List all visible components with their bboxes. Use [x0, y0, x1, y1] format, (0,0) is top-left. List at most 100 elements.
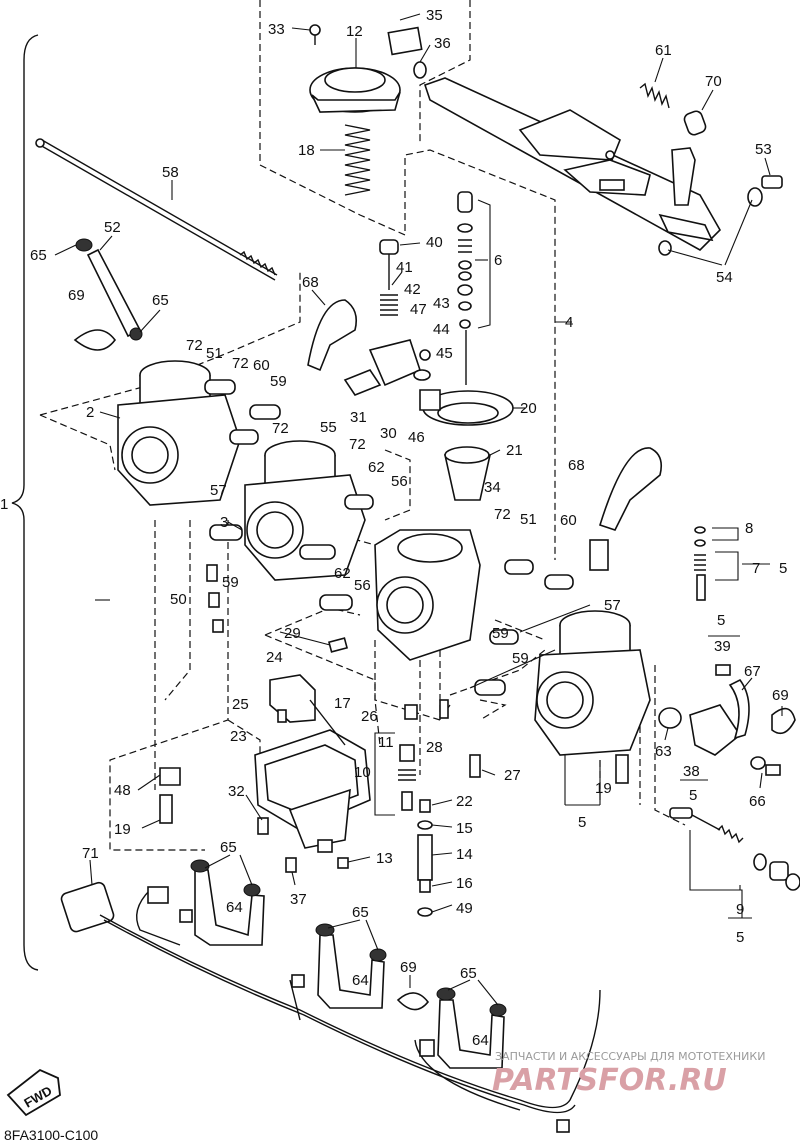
callout-63[interactable]: 63	[655, 743, 672, 760]
callout-1[interactable]: 1	[0, 496, 8, 513]
callout-40[interactable]: 40	[426, 234, 443, 251]
drain-hose-set	[190, 859, 507, 1069]
callout-2[interactable]: 2	[86, 404, 94, 421]
callout-11[interactable]: 11	[378, 734, 394, 751]
callout-43[interactable]: 43	[433, 295, 450, 312]
callout-22[interactable]: 22	[456, 793, 473, 810]
callout-65e[interactable]: 65	[460, 965, 477, 982]
callout-28[interactable]: 28	[426, 739, 443, 756]
callout-72e[interactable]: 72	[494, 506, 511, 523]
callout-15[interactable]: 15	[456, 820, 473, 837]
callout-44[interactable]: 44	[433, 321, 450, 338]
callout-38[interactable]: 38	[683, 763, 700, 780]
callout-5d[interactable]: 5	[578, 814, 586, 831]
callout-17[interactable]: 17	[334, 695, 351, 712]
callout-3[interactable]: 3	[220, 514, 228, 531]
callout-62a[interactable]: 62	[368, 459, 385, 476]
callout-47[interactable]: 47	[410, 301, 427, 318]
callout-5b[interactable]: 5	[717, 612, 725, 629]
callout-59a[interactable]: 59	[270, 373, 287, 390]
callout-54[interactable]: 54	[716, 269, 733, 286]
callout-19b[interactable]: 19	[595, 780, 612, 797]
callout-59d[interactable]: 59	[512, 650, 529, 667]
callout-31[interactable]: 31	[350, 409, 367, 426]
callout-64b[interactable]: 64	[352, 972, 369, 989]
callout-65d[interactable]: 65	[352, 904, 369, 921]
callout-69b[interactable]: 69	[772, 687, 789, 704]
callout-25[interactable]: 25	[232, 696, 249, 713]
callout-55[interactable]: 55	[320, 419, 337, 436]
callout-32[interactable]: 32	[228, 783, 245, 800]
callout-46[interactable]: 46	[408, 429, 425, 446]
callout-33[interactable]: 33	[268, 21, 285, 38]
callout-65c[interactable]: 65	[220, 839, 237, 856]
callout-50[interactable]: 50	[170, 591, 187, 608]
callout-49[interactable]: 49	[456, 900, 473, 917]
callout-16[interactable]: 16	[456, 875, 473, 892]
callout-62b[interactable]: 62	[334, 565, 351, 582]
callout-51b[interactable]: 51	[520, 511, 537, 528]
callout-26[interactable]: 26	[361, 708, 378, 725]
callout-21[interactable]: 21	[506, 442, 523, 459]
callout-19a[interactable]: 19	[114, 821, 131, 838]
callout-8[interactable]: 8	[745, 520, 753, 537]
callout-58[interactable]: 58	[162, 164, 179, 181]
callout-60a[interactable]: 60	[253, 357, 270, 374]
callout-72b[interactable]: 72	[232, 355, 249, 372]
callout-48[interactable]: 48	[114, 782, 131, 799]
callout-65b[interactable]: 65	[152, 292, 169, 309]
assembly-brace	[11, 34, 39, 971]
callout-57b[interactable]: 57	[604, 597, 621, 614]
callout-51a[interactable]: 51	[206, 345, 223, 362]
callout-52[interactable]: 52	[104, 219, 121, 236]
callout-68b[interactable]: 68	[568, 457, 585, 474]
callout-66[interactable]: 66	[749, 793, 766, 810]
callout-41[interactable]: 41	[396, 259, 413, 276]
callout-42[interactable]: 42	[404, 281, 421, 298]
callout-24[interactable]: 24	[266, 649, 283, 666]
callout-10[interactable]: 10	[354, 764, 371, 781]
callout-59b[interactable]: 59	[222, 574, 239, 591]
callout-5c[interactable]: 5	[689, 787, 697, 804]
callout-56a[interactable]: 56	[391, 473, 408, 490]
callout-5a[interactable]: 5	[779, 560, 787, 577]
callout-18[interactable]: 18	[298, 142, 315, 159]
callout-61[interactable]: 61	[655, 42, 672, 59]
callout-72c[interactable]: 72	[272, 420, 289, 437]
callout-20[interactable]: 20	[520, 400, 537, 417]
callout-72d[interactable]: 72	[349, 436, 366, 453]
callout-56b[interactable]: 56	[354, 577, 371, 594]
callout-69a[interactable]: 69	[68, 287, 85, 304]
callout-14[interactable]: 14	[456, 846, 473, 863]
callout-4[interactable]: 4	[565, 314, 573, 331]
callout-9[interactable]: 9	[736, 901, 744, 918]
callout-23[interactable]: 23	[230, 728, 247, 745]
callout-6[interactable]: 6	[494, 252, 502, 269]
callout-27[interactable]: 27	[504, 767, 521, 784]
callout-5e[interactable]: 5	[736, 929, 744, 946]
callout-30[interactable]: 30	[380, 425, 397, 442]
callout-71[interactable]: 71	[82, 845, 99, 862]
callout-72a[interactable]: 72	[186, 337, 203, 354]
callout-39[interactable]: 39	[714, 638, 731, 655]
callout-60b[interactable]: 60	[560, 512, 577, 529]
callout-67[interactable]: 67	[744, 663, 761, 680]
callout-36[interactable]: 36	[434, 35, 451, 52]
callout-29[interactable]: 29	[284, 625, 301, 642]
callout-64a[interactable]: 64	[226, 899, 243, 916]
callout-45[interactable]: 45	[436, 345, 453, 362]
callout-69c[interactable]: 69	[400, 959, 417, 976]
callout-37[interactable]: 37	[290, 891, 307, 908]
callout-65a[interactable]: 65	[30, 247, 47, 264]
callout-35[interactable]: 35	[426, 7, 443, 24]
callout-13[interactable]: 13	[376, 850, 393, 867]
callout-12[interactable]: 12	[346, 23, 363, 40]
callout-57a[interactable]: 57	[210, 482, 227, 499]
callout-53[interactable]: 53	[755, 141, 772, 158]
callout-34[interactable]: 34	[484, 479, 501, 496]
callout-64c[interactable]: 64	[472, 1032, 489, 1049]
callout-59c[interactable]: 59	[492, 625, 509, 642]
callout-7[interactable]: 7	[752, 560, 760, 577]
callout-68a[interactable]: 68	[302, 274, 319, 291]
callout-70[interactable]: 70	[705, 73, 722, 90]
